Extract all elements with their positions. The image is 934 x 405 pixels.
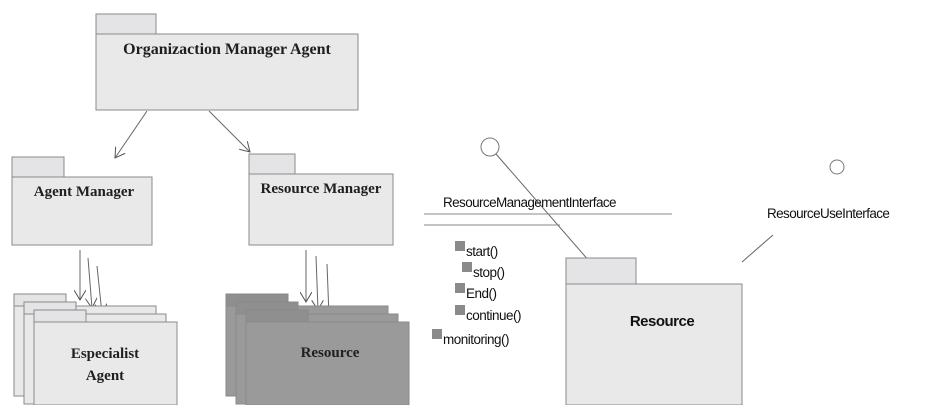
arrows-to-especialist-agent: [80, 250, 102, 314]
operation-icon: [455, 241, 465, 251]
management-interface-lollipop-icon: [480, 137, 500, 157]
resource-package-stack: Resource: [225, 293, 410, 405]
especialist-agent-package-stack: Especialist Agent: [13, 293, 178, 405]
management-interface-label: ResourceManagementInterface: [443, 195, 616, 210]
organization-manager-package: Organizaction Manager Agent: [95, 13, 359, 111]
use-interface-link: [741, 234, 774, 263]
operation-icon: [455, 283, 465, 293]
operation-end: End(): [466, 286, 497, 301]
agent-manager-label: Agent Manager: [34, 184, 135, 200]
agent-manager-package: Agent Manager: [11, 156, 153, 246]
resource-package: Resource: [565, 257, 743, 405]
operation-stop: stop(): [473, 265, 505, 280]
especialist-agent-label-line1: Especialist: [71, 346, 139, 362]
especialist-agent-label-line2: Agent: [86, 368, 124, 384]
arrow-org-to-resource-manager: [208, 110, 250, 152]
operation-start: start(): [466, 244, 498, 259]
organization-manager-label: Organizaction Manager Agent: [123, 41, 331, 58]
resource-manager-package: Resource Manager: [248, 153, 394, 246]
operation-monitoring: monitoring(): [443, 332, 509, 347]
management-interface-link: [495, 153, 591, 263]
resource-manager-label: Resource Manager: [261, 181, 382, 197]
operation-icon: [455, 305, 465, 315]
operations-list: start() stop() End() continue() monitori…: [432, 241, 522, 347]
use-interface-label: ResourceUseInterface: [767, 206, 889, 221]
use-interface-lollipop-icon: [829, 159, 845, 175]
operation-icon: [462, 262, 472, 272]
resource-use-interface: ResourceUseInterface: [741, 159, 890, 263]
resource-management-interface: ResourceManagementInterface: [424, 137, 672, 263]
operation-icon: [432, 329, 442, 339]
operation-continue: continue(): [466, 308, 521, 323]
resource-label: Resource: [630, 313, 695, 330]
resource-stack-label: Resource: [301, 345, 360, 361]
arrow-org-to-agent-manager: [115, 110, 148, 158]
